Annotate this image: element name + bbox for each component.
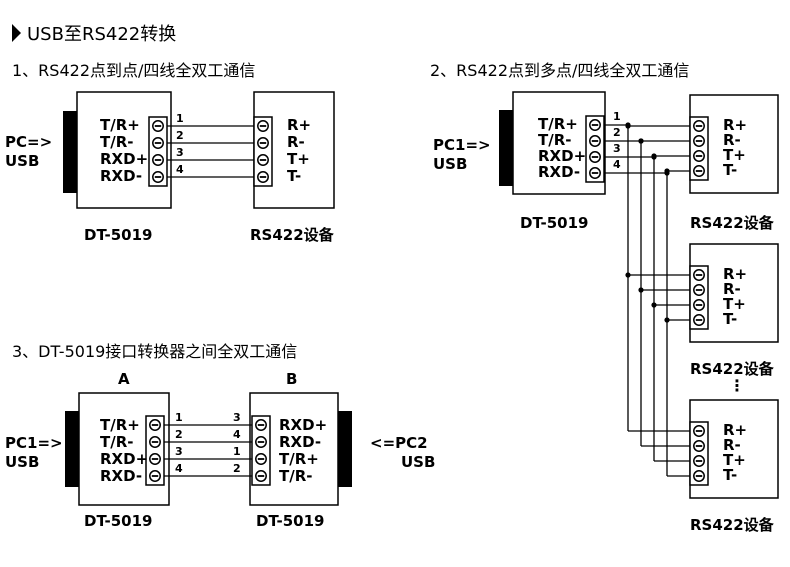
- section2-dev1-pin-2: R-: [723, 131, 741, 149]
- section2-converter-name: DT-5019: [520, 214, 588, 232]
- section3-wires: [164, 424, 252, 477]
- section3-b-wire-num-1: 3: [233, 411, 241, 424]
- section2-dev1-pin-1: R+: [723, 116, 747, 134]
- section3-pc2-label: <=PC2: [370, 434, 428, 452]
- section3-b-pin-2: RXD-: [279, 433, 321, 451]
- section2-dev2-pin-3: T+: [723, 295, 746, 313]
- section2-conv-pin-3: RXD+: [538, 147, 586, 165]
- section2-conv-pin-1: T/R+: [538, 115, 578, 133]
- s1-conv-terminal-strip: [148, 116, 168, 187]
- section1-conv-pin-3: RXD+: [100, 150, 148, 168]
- section3-label-b: B: [286, 370, 297, 388]
- section1-converter-name: DT-5019: [84, 226, 152, 244]
- section1-dev-pin-2: R-: [287, 133, 305, 151]
- section3-converter-a-name: DT-5019: [84, 512, 152, 530]
- section3-b-wire-num-3: 1: [233, 445, 241, 458]
- section1-conv-pin-1: T/R+: [100, 116, 140, 134]
- section1-device-name: RS422设备: [250, 226, 335, 244]
- s2-junction-2-dev2: [638, 287, 644, 293]
- section1-converter-terminals: [148, 116, 168, 187]
- s2-junction-1-dev2: [625, 272, 631, 278]
- section2-dev3-pin-2: R-: [723, 436, 741, 454]
- section2-ellipsis: ⋮: [729, 376, 745, 395]
- section1-wire-num-2: 2: [176, 129, 184, 142]
- section2-dev2-pin-2: R-: [723, 280, 741, 298]
- section2-dev3-pin-3: T+: [723, 451, 746, 469]
- section2-pc-label: PC1=>: [433, 136, 491, 154]
- s2-dev2-terminal-strip: [689, 265, 709, 330]
- section1-wire-num-4: 4: [176, 163, 184, 176]
- section3-b-wire-num-4: 2: [233, 462, 241, 475]
- section2-device2-name: RS422设备: [690, 360, 775, 378]
- section2-dev3-pin-4: T-: [723, 466, 737, 484]
- section2-dev1-pin-3: T+: [723, 146, 746, 164]
- section2-converter-terminals: [585, 115, 605, 183]
- section1-dev-pin-3: T+: [287, 150, 310, 168]
- s3-b-terminal-strip: [251, 415, 271, 486]
- page-title: USB至RS422转换: [27, 24, 176, 45]
- section2-wire-num-1: 1: [613, 110, 621, 123]
- section1-dev-pin-4: T-: [287, 167, 301, 185]
- section3-a-wire-num-1: 1: [175, 411, 183, 424]
- s3-a-terminal-strip: [145, 415, 165, 486]
- s2-conv-terminal-strip: [585, 115, 605, 183]
- section3-heading: 3、DT-5019接口转换器之间全双工通信: [12, 342, 297, 361]
- section3-converter-b-name: DT-5019: [256, 512, 324, 530]
- section3-b-pin-4: T/R-: [279, 467, 313, 485]
- section1-wire-num-1: 1: [176, 112, 184, 125]
- s2-junction-4-dev2: [664, 317, 670, 323]
- section3-pc1-label: PC1=>: [5, 434, 63, 452]
- s2-junction-3-dev2: [651, 302, 657, 308]
- section1-conv-pin-2: T/R-: [100, 133, 134, 151]
- section2-heading: 2、RS422点到多点/四线全双工通信: [430, 61, 689, 80]
- section2-wire-num-2: 2: [613, 126, 621, 139]
- section2-dev1-pin-4: T-: [723, 161, 737, 179]
- section3-label-a: A: [118, 370, 130, 388]
- section2-conv-pin-4: RXD-: [538, 163, 580, 181]
- section2-usb-label: USB: [433, 155, 467, 173]
- section3-pc1-usb-label: USB: [5, 453, 39, 471]
- section1-device-terminals: [253, 116, 273, 187]
- section1-conv-pin-4: RXD-: [100, 167, 142, 185]
- section2-device1-name: RS422设备: [690, 214, 775, 232]
- section3-converter-a: [65, 392, 170, 506]
- s2-dev1-terminal-strip: [689, 116, 709, 181]
- section2-converter: [499, 91, 606, 195]
- s2-dev3-terminal-strip: [689, 421, 709, 486]
- section2-bus-wires: [604, 122, 690, 477]
- s1-dev-terminal-strip: [253, 116, 273, 187]
- section3-a-pin-1: T/R+: [100, 416, 140, 434]
- section2-wire-num-3: 3: [613, 142, 621, 155]
- section3-a-pin-2: T/R-: [100, 433, 134, 451]
- section3-converter-b: [249, 392, 352, 506]
- section1-converter: [63, 91, 172, 209]
- section2-device3-name: RS422设备: [690, 516, 775, 534]
- section1-dev-pin-1: R+: [287, 116, 311, 134]
- s2-junction-2-dev1: [638, 138, 644, 144]
- section3-a-pin-3: RXD+: [100, 450, 148, 468]
- section1-wires: [167, 125, 254, 178]
- section1-usb-label: USB: [5, 152, 39, 170]
- section3-a-wire-num-3: 3: [175, 445, 183, 458]
- section1-heading: 1、RS422点到点/四线全双工通信: [12, 61, 255, 80]
- section2-device-terminals: [689, 116, 709, 486]
- section1-wire-num-3: 3: [176, 146, 184, 159]
- section2-dev2-pin-4: T-: [723, 310, 737, 328]
- section1-pc-label: PC=>: [5, 133, 52, 151]
- section3-a-wire-num-2: 2: [175, 428, 183, 441]
- section3-b-pin-1: RXD+: [279, 416, 327, 434]
- section3-pc2-usb-label: USB: [401, 453, 435, 471]
- section2-conv-pin-2: T/R-: [538, 131, 572, 149]
- section3-a-wire-num-4: 4: [175, 462, 183, 475]
- section2-dev3-pin-1: R+: [723, 421, 747, 439]
- section2-dev2-pin-1: R+: [723, 265, 747, 283]
- section3-a-pin-4: RXD-: [100, 467, 142, 485]
- section2-wire-num-4: 4: [613, 158, 621, 171]
- section3-terminals: [145, 415, 271, 486]
- section3-b-pin-3: T/R+: [279, 450, 319, 468]
- title-arrow-icon: [12, 24, 21, 42]
- section3-b-wire-num-2: 4: [233, 428, 241, 441]
